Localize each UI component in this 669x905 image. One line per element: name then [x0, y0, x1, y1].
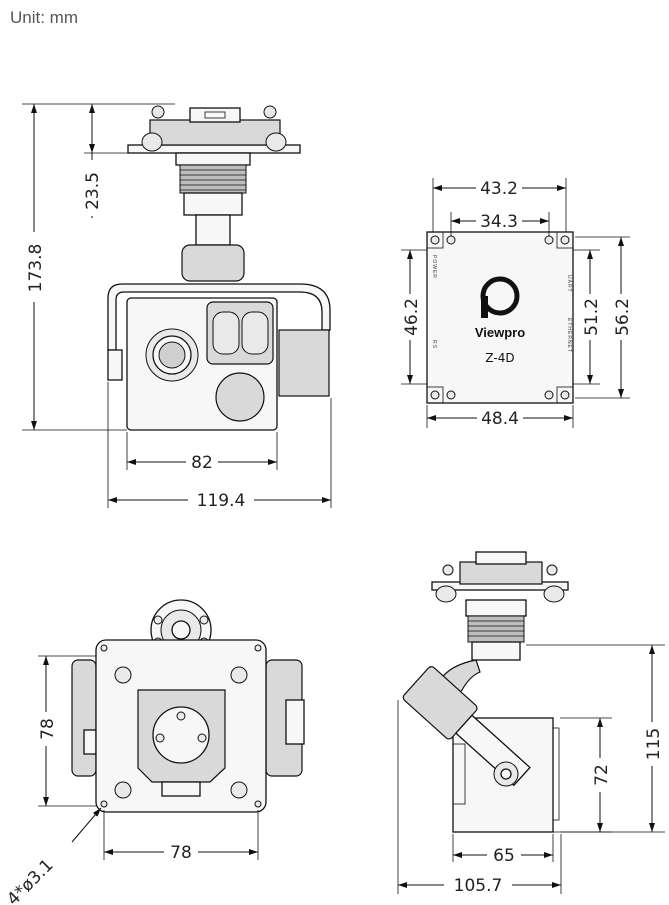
dim-board-bottom-width: 48.4 — [481, 409, 519, 429]
dim-side-total-width: 105.7 — [454, 876, 503, 896]
bottom-view: 78 78 4*ø3.1 — [3, 599, 305, 905]
side-view: 115 72 65 105.7 — [397, 551, 665, 896]
viewpro-logo-icon — [480, 276, 520, 318]
port-label-rs: RS — [431, 340, 437, 349]
board-model: Z-4D — [485, 351, 514, 365]
dim-front-total-width: 119.4 — [197, 491, 246, 511]
dim-side-total-height: 115 — [644, 728, 664, 760]
dim-front-total-height: 173.8 — [26, 244, 46, 293]
dim-board-left-height: 46.2 — [402, 298, 422, 336]
board-brand: Viewpro — [475, 325, 525, 340]
dim-side-body-width: 65 — [493, 846, 515, 866]
dim-board-top-outer: 43.2 — [480, 179, 518, 199]
dim-hole-callout: 4*ø3.1 — [3, 855, 57, 905]
dim-front-mount-height: 23.5 — [83, 172, 103, 210]
dim-board-right-inner: 51.2 — [582, 298, 602, 336]
dim-bottom-width: 78 — [170, 843, 192, 863]
unit-label: Unit: mm — [10, 8, 78, 27]
front-view: 173.8 23.5 82 119.4 — [22, 103, 332, 511]
port-label-ethernet: ETHERNET — [566, 318, 572, 353]
dim-front-body-width: 82 — [191, 453, 213, 473]
dim-side-body-height: 72 — [592, 764, 612, 786]
port-label-uart: UART — [566, 275, 572, 293]
port-label-power: POWER — [431, 255, 437, 279]
dim-board-top-inner: 34.3 — [480, 212, 518, 232]
dim-bottom-height: 78 — [38, 718, 58, 740]
board-view: Viewpro Z-4D POWER RS UART ETHERNET 43.2… — [401, 178, 633, 429]
dim-board-right-outer: 56.2 — [613, 298, 633, 336]
